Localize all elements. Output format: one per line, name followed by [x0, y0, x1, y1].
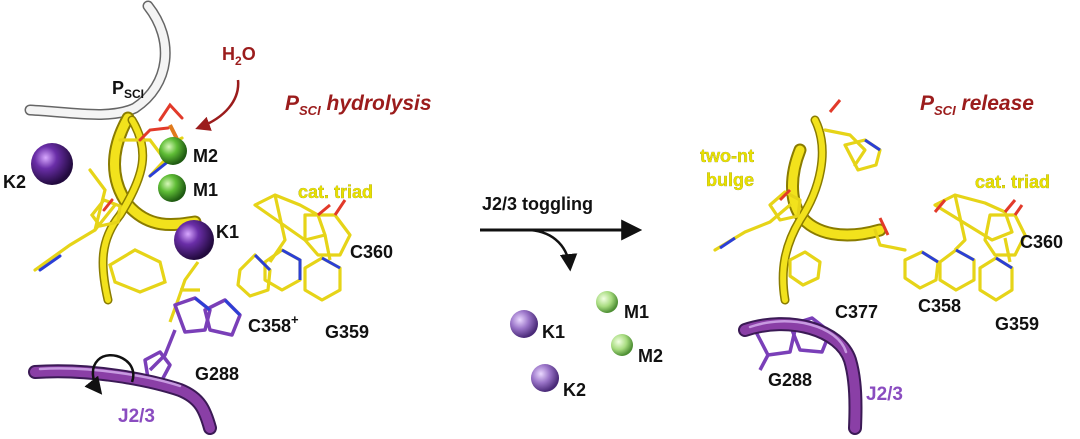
label-g359-left: G359 [325, 322, 369, 342]
branch-arrow [529, 228, 578, 272]
label-g359-right: G359 [995, 314, 1039, 334]
label-k2-center: K2 [563, 380, 586, 400]
label-k1-center: K1 [542, 322, 565, 342]
label-c358-left: C358+ [248, 312, 299, 336]
k1-ion-left [174, 220, 214, 260]
label-g288-left: G288 [195, 364, 239, 384]
label-k1-left: K1 [216, 222, 239, 242]
right-panel-title: PSCI release [920, 92, 1034, 118]
left-panel-title: PSCI hydrolysis [285, 92, 432, 118]
k1-ion-center [510, 310, 538, 338]
rotation-arrow [84, 354, 135, 395]
right-structure [713, 99, 1027, 435]
label-m1-left: M1 [193, 180, 218, 200]
k2-ion-center [531, 364, 559, 392]
label-bulge-line1: two-nt [700, 146, 754, 166]
label-j23-right: J2/3 [866, 384, 903, 405]
label-m2-center: M2 [638, 346, 663, 366]
arrow-label: J2/3 toggling [482, 194, 593, 214]
m2-ion-left [159, 137, 187, 165]
water-arrow [195, 79, 240, 131]
m1-ion-left [158, 174, 186, 202]
m2-ion-center [611, 334, 633, 356]
psci-label: PSCI [112, 78, 144, 101]
m1-ion-center [596, 291, 618, 313]
label-k2-left: K2 [3, 172, 26, 192]
label-j23-left: J2/3 [118, 406, 155, 427]
label-m1-center: M1 [624, 302, 649, 322]
label-m2-left: M2 [193, 146, 218, 166]
label-bulge-line2: bulge [706, 170, 754, 190]
left-structure [24, 0, 352, 435]
k2-ion-left [31, 143, 73, 185]
label-c360-right: C360 [1020, 232, 1063, 252]
water-label: H2O [222, 44, 256, 68]
label-c377-right: C377 [835, 302, 878, 322]
label-cat-triad-right: cat. triad [975, 172, 1050, 192]
label-g288-right: G288 [768, 370, 812, 390]
center-transition [480, 219, 643, 392]
label-cat-triad-left: cat. triad [298, 182, 373, 202]
label-c358-right: C358 [918, 296, 961, 316]
label-c360-left: C360 [350, 242, 393, 262]
